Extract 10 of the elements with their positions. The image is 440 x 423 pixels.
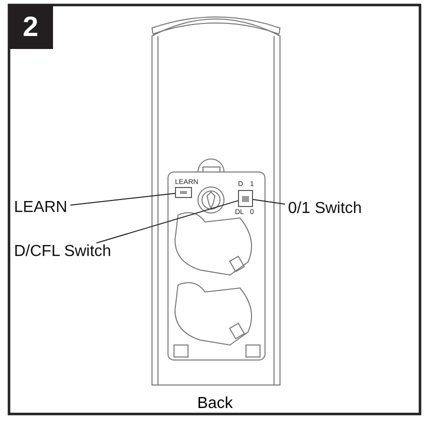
callout-label: 0/1 Switch bbox=[288, 200, 362, 218]
switch bbox=[175, 187, 192, 198]
caption: Back bbox=[196, 395, 234, 413]
callout-label: LEARN bbox=[14, 199, 68, 217]
step-number-badge: 2 bbox=[8, 4, 53, 49]
callout-label: D/CFL Switch bbox=[14, 243, 112, 261]
leader-line bbox=[70, 192, 176, 206]
leader-line bbox=[96, 200, 238, 244]
leader-line bbox=[252, 199, 286, 205]
switch bbox=[238, 190, 253, 207]
